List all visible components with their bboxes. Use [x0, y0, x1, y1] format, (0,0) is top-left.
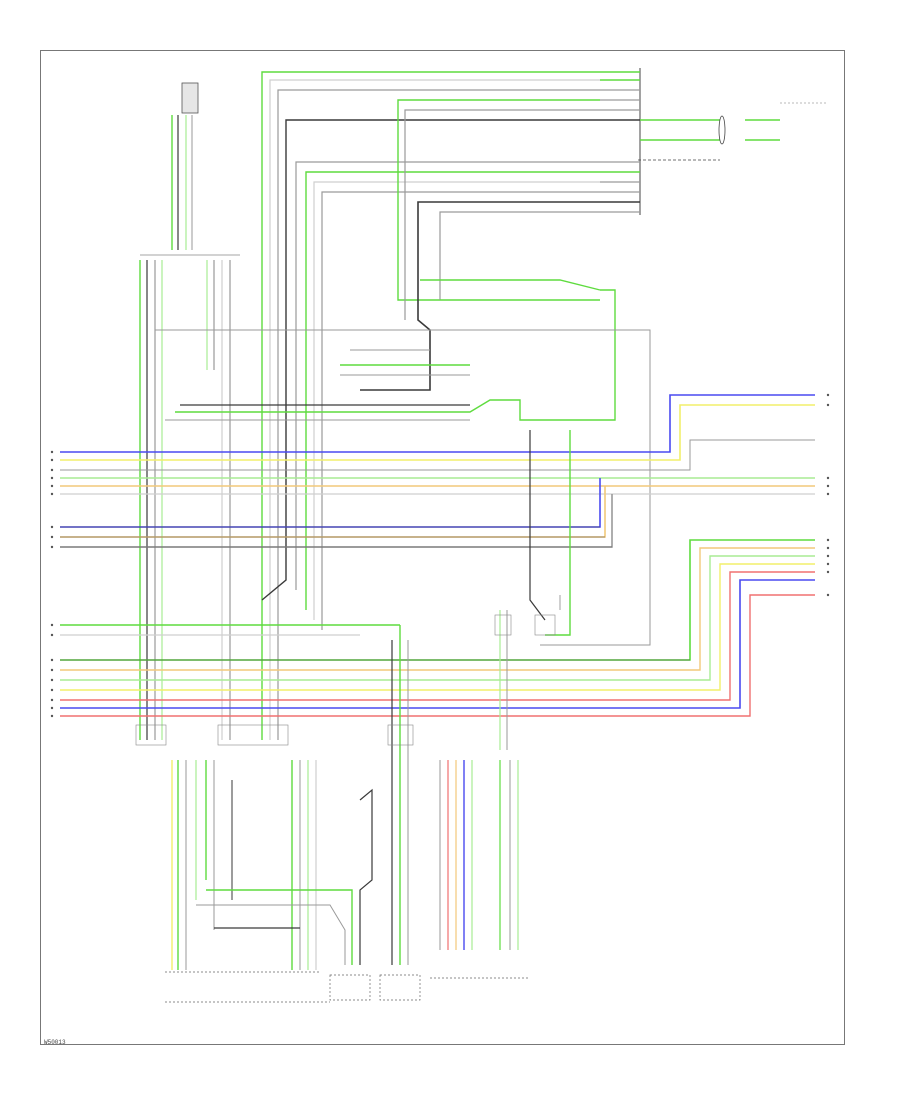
page-code: W50013 — [44, 1039, 66, 1046]
top-left-connector — [140, 82, 240, 256]
wire-end-markers-left — [50, 450, 54, 718]
right-top-component — [638, 102, 826, 161]
upper-module-connector — [600, 68, 641, 215]
lower-connectors — [171, 625, 519, 970]
horizontal-bus-middle — [60, 478, 613, 548]
left-vertical-bundle — [139, 260, 231, 740]
horizontal-bus-upper — [60, 394, 815, 495]
middle-crossing — [155, 99, 651, 646]
diagram-frame — [40, 50, 845, 1045]
connector-pin-row — [135, 614, 556, 746]
wire-end-markers — [826, 393, 830, 597]
bottom-components — [165, 971, 530, 1003]
top-trunk-wires — [261, 71, 600, 740]
horizontal-bus-lower — [60, 539, 815, 717]
